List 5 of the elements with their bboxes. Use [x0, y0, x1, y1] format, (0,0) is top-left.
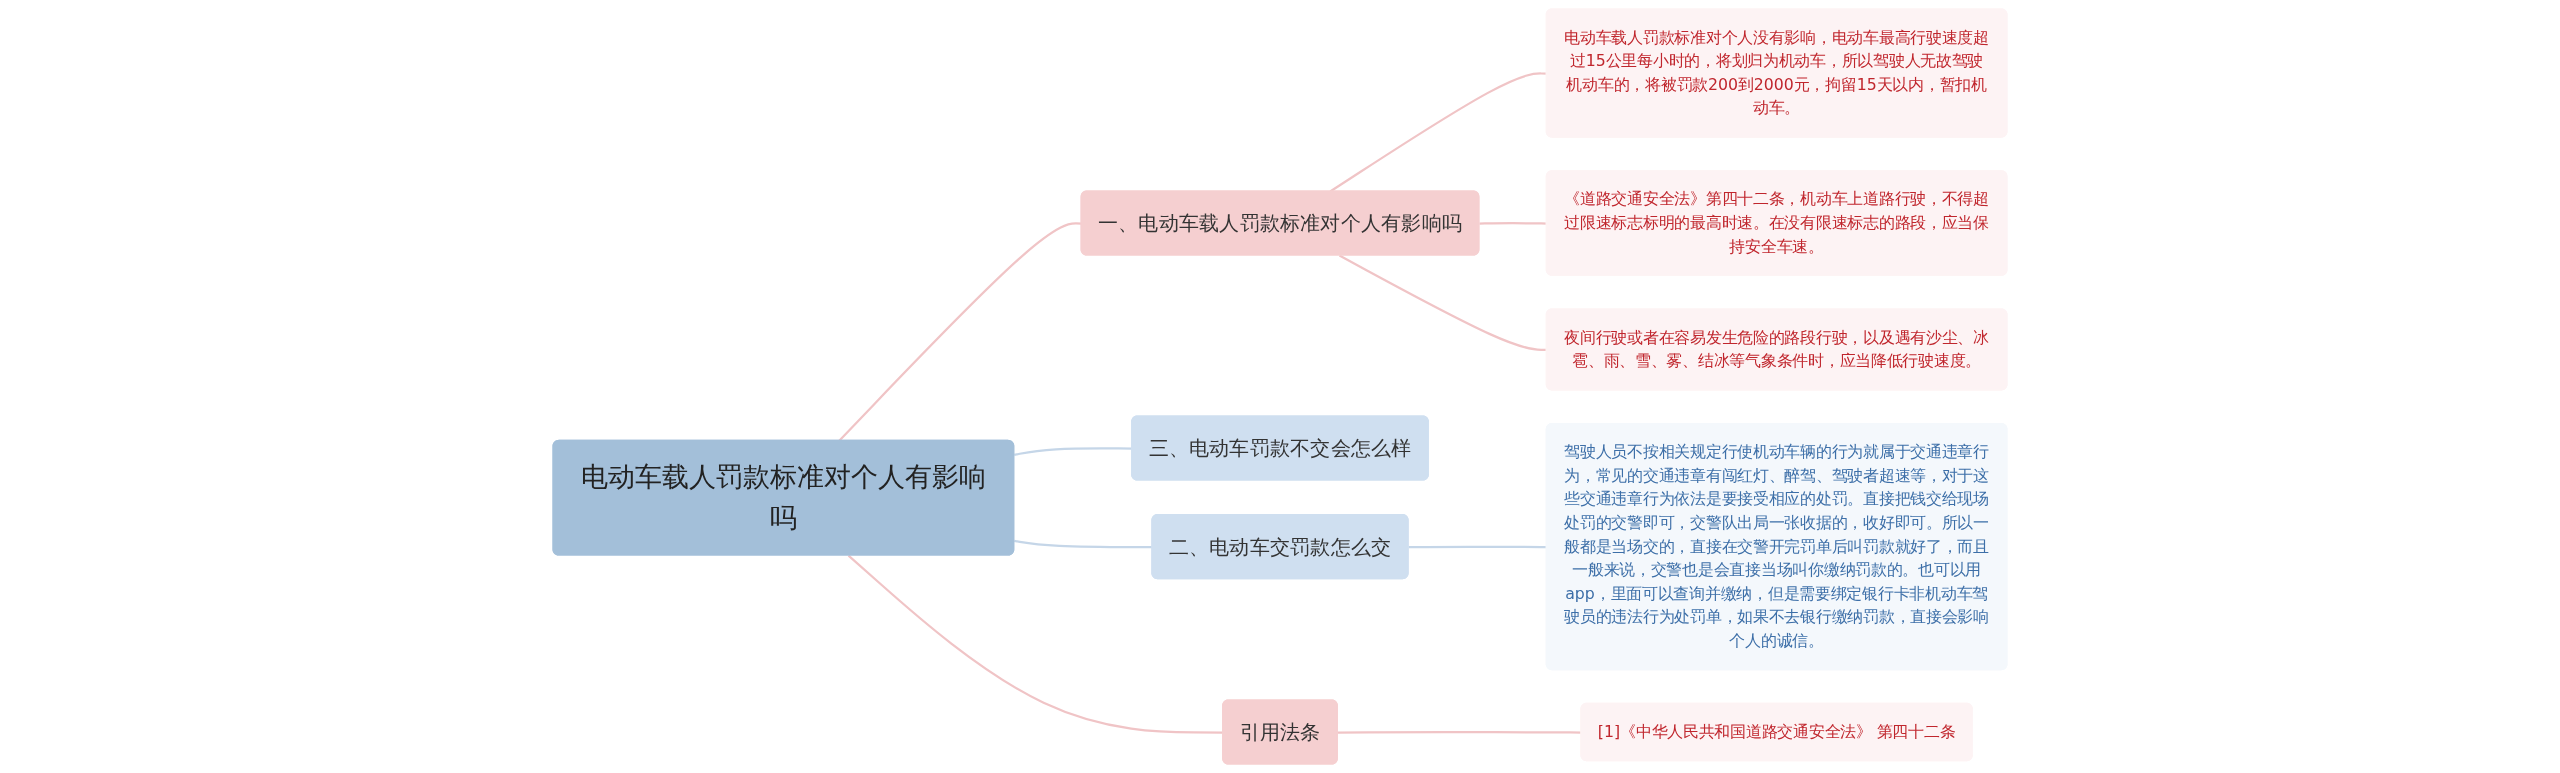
connector [1408, 545, 1547, 549]
connector [838, 222, 1082, 442]
connector [1338, 254, 1547, 352]
connector [1479, 222, 1547, 225]
connector [1329, 72, 1547, 193]
